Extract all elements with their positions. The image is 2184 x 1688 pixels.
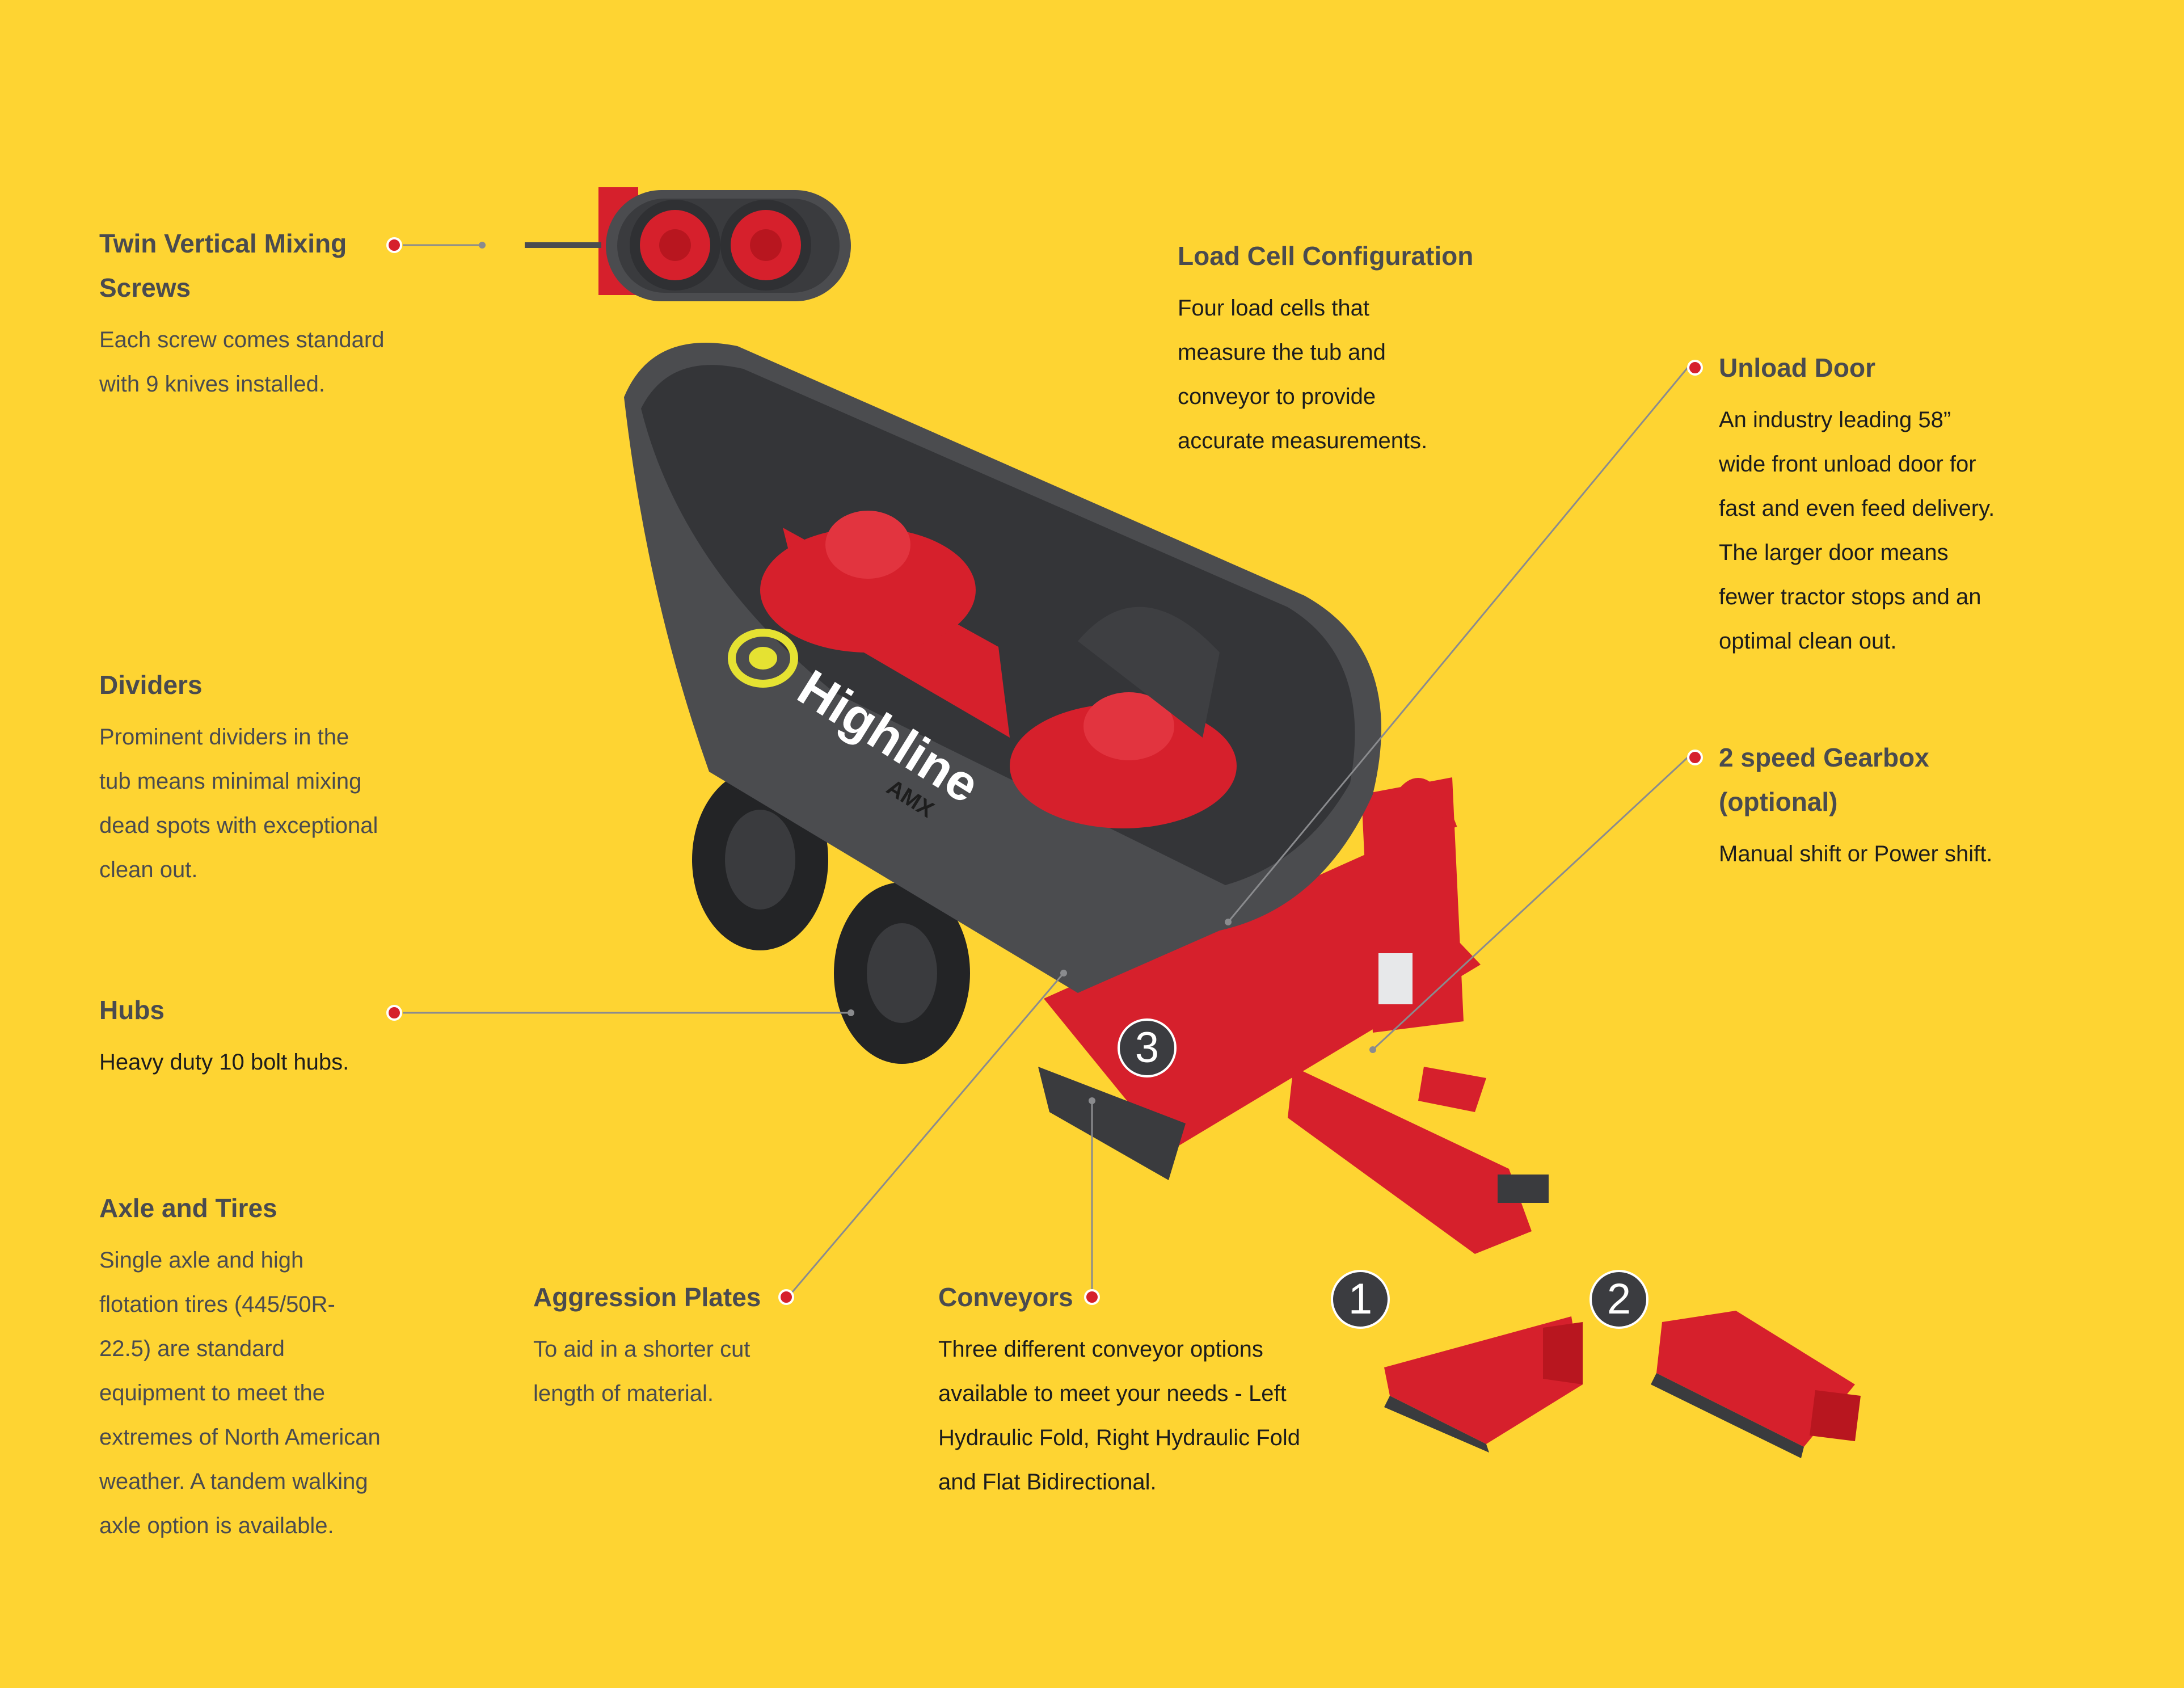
body-line: Heavy duty 10 bolt hubs. bbox=[99, 1050, 349, 1075]
callout-dot-conveyors bbox=[1084, 1289, 1100, 1305]
conveyor-badge-3: 3 bbox=[1118, 1018, 1177, 1077]
callout-dot-mixing-screws bbox=[386, 237, 402, 253]
callout-body: Three different conveyor options availab… bbox=[938, 1327, 1347, 1504]
callout-hubs: Hubs Heavy duty 10 bolt hubs. bbox=[99, 988, 417, 1084]
callout-title: 2 speed Gearbox (optional) bbox=[1719, 735, 2059, 824]
body-line: An industry leading 58” bbox=[1719, 407, 1951, 432]
callout-load-cell: Load Cell Configuration Four load cells … bbox=[1178, 234, 1546, 463]
body-line: wide front unload door for bbox=[1719, 452, 1976, 477]
callout-dot-gearbox bbox=[1687, 750, 1703, 765]
body-line: clean out. bbox=[99, 857, 198, 882]
conveyor-option-1-image bbox=[1384, 1316, 1583, 1453]
callout-title: Dividers bbox=[99, 670, 203, 700]
body-line: flotation tires (445/50R- bbox=[99, 1292, 335, 1317]
body-line: extremes of North American bbox=[99, 1425, 381, 1450]
callout-title: Hubs bbox=[99, 995, 165, 1025]
body-line: Single axle and high bbox=[99, 1248, 304, 1273]
callout-body: Prominent dividers in the tub means mini… bbox=[99, 715, 417, 892]
title-line: Twin Vertical Mixing bbox=[99, 229, 347, 258]
callout-body: To aid in a shorter cut length of materi… bbox=[533, 1327, 851, 1416]
body-line: The larger door means bbox=[1719, 540, 1949, 565]
callout-title: Unload Door bbox=[1719, 353, 1875, 382]
body-line: fast and even feed delivery. bbox=[1719, 496, 1995, 521]
body-line: 22.5) are standard bbox=[99, 1336, 285, 1361]
callout-body: Each screw comes standard with 9 knives … bbox=[99, 318, 417, 406]
callout-body: An industry leading 58” wide front unloa… bbox=[1719, 398, 2059, 663]
body-line: measure the tub and bbox=[1178, 340, 1386, 365]
callout-body: Four load cells that measure the tub and… bbox=[1178, 286, 1546, 463]
conveyor-option-2-image bbox=[1651, 1311, 1861, 1458]
body-line: Each screw comes standard bbox=[99, 327, 385, 352]
conveyor-badge-2: 2 bbox=[1589, 1270, 1648, 1329]
top-view-image bbox=[525, 187, 851, 301]
body-line: axle option is available. bbox=[99, 1513, 334, 1538]
callout-title: Aggression Plates bbox=[533, 1282, 761, 1312]
callout-body: Heavy duty 10 bolt hubs. bbox=[99, 1040, 417, 1084]
body-line: Prominent dividers in the bbox=[99, 725, 349, 750]
callout-gearbox: 2 speed Gearbox (optional) Manual shift … bbox=[1719, 735, 2059, 876]
body-line: with 9 knives installed. bbox=[99, 372, 325, 397]
callout-dot-hubs bbox=[386, 1005, 402, 1021]
body-line: Three different conveyor options bbox=[938, 1337, 1263, 1362]
body-line: Manual shift or Power shift. bbox=[1719, 841, 1993, 866]
title-line: (optional) bbox=[1719, 787, 1838, 816]
body-line: optimal clean out. bbox=[1719, 629, 1897, 654]
callout-dividers: Dividers Prominent dividers in the tub m… bbox=[99, 663, 417, 892]
callout-body: Single axle and high flotation tires (44… bbox=[99, 1238, 428, 1548]
body-line: and Flat Bidirectional. bbox=[938, 1470, 1157, 1495]
callout-aggression-plates: Aggression Plates To aid in a shorter cu… bbox=[533, 1275, 851, 1416]
title-line: 2 speed Gearbox bbox=[1719, 743, 1929, 772]
callout-title: Twin Vertical Mixing Screws bbox=[99, 221, 417, 310]
callout-title: Load Cell Configuration bbox=[1178, 241, 1474, 271]
body-line: Four load cells that bbox=[1178, 296, 1369, 321]
body-line: tub means minimal mixing bbox=[99, 769, 362, 794]
callout-conveyors: Conveyors Three different conveyor optio… bbox=[938, 1275, 1347, 1504]
callout-unload-door: Unload Door An industry leading 58” wide… bbox=[1719, 346, 2059, 663]
title-line: Screws bbox=[99, 273, 191, 302]
callout-dot-aggression-plates bbox=[778, 1289, 794, 1305]
callout-body: Manual shift or Power shift. bbox=[1719, 832, 2059, 876]
callout-title: Axle and Tires bbox=[99, 1193, 277, 1223]
body-line: Hydraulic Fold, Right Hydraulic Fold bbox=[938, 1425, 1301, 1450]
callout-axle-tires: Axle and Tires Single axle and high flot… bbox=[99, 1186, 428, 1548]
callout-title: Conveyors bbox=[938, 1282, 1073, 1312]
body-line: equipment to meet the bbox=[99, 1380, 326, 1405]
body-line: accurate measurements. bbox=[1178, 428, 1428, 453]
tub-image: Highline AMX bbox=[624, 343, 1381, 993]
body-line: available to meet your needs - Left bbox=[938, 1381, 1287, 1406]
callout-mixing-screws: Twin Vertical Mixing Screws Each screw c… bbox=[99, 221, 417, 406]
body-line: weather. A tandem walking bbox=[99, 1469, 368, 1494]
body-line: fewer tractor stops and an bbox=[1719, 584, 1981, 609]
body-line: length of material. bbox=[533, 1381, 714, 1406]
body-line: conveyor to provide bbox=[1178, 384, 1376, 409]
conveyor-badge-1: 1 bbox=[1331, 1270, 1390, 1329]
body-line: dead spots with exceptional bbox=[99, 813, 378, 838]
body-line: To aid in a shorter cut bbox=[533, 1337, 751, 1362]
callout-dot-unload-door bbox=[1687, 360, 1703, 376]
